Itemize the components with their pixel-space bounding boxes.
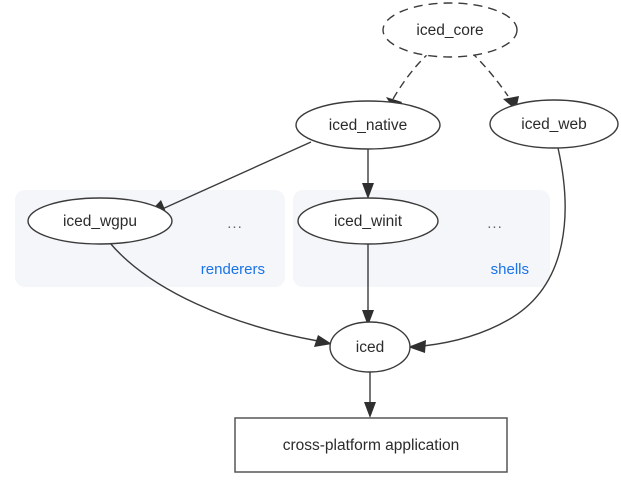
node-iced-web-label: iced_web: [521, 116, 587, 133]
edge-arrowhead-iced-web-to-iced: [408, 340, 426, 353]
node-iced-web[interactable]: iced_web: [489, 99, 619, 149]
node-iced-shape: [329, 321, 411, 373]
cluster-shells-ellipsis: ...: [487, 215, 503, 232]
node-iced-core-label: iced_core: [416, 22, 483, 39]
edge-arrowhead-iced-native-to-iced-winit: [362, 183, 374, 199]
node-iced-winit[interactable]: iced_winit: [297, 197, 439, 245]
node-application[interactable]: cross-platform application: [234, 417, 508, 473]
node-iced-core-shape: [382, 2, 518, 58]
edge-iced-wgpu-to-iced: [109, 242, 319, 342]
edge-arrowhead-iced-winit-to-iced: [362, 310, 374, 326]
cluster-shells-label: shells: [491, 261, 529, 278]
edge-iced-native-to-iced-wgpu: [159, 141, 312, 211]
node-iced-core[interactable]: iced_core: [382, 2, 518, 58]
cluster-renderers-label: renderers: [201, 261, 265, 278]
node-iced-wgpu-shape: [27, 197, 173, 245]
node-iced-native[interactable]: iced_native: [295, 100, 441, 150]
node-iced-label: iced: [356, 339, 384, 356]
node-iced-wgpu-label: iced_wgpu: [63, 213, 137, 230]
node-application-shape: [234, 417, 508, 473]
node-application-label: cross-platform application: [283, 437, 460, 454]
cluster-renderers-ellipsis: ...: [227, 215, 243, 232]
node-iced-winit-shape: [297, 197, 439, 245]
node-iced-native-shape: [295, 100, 441, 150]
node-iced-winit-label: iced_winit: [334, 213, 403, 230]
edge-iced-web-to-iced: [422, 147, 566, 347]
edge-arrowhead-iced-to-application: [364, 402, 376, 418]
edge-arrowhead-iced-wgpu-to-iced: [314, 335, 332, 347]
node-iced-native-label: iced_native: [329, 117, 407, 134]
node-iced[interactable]: iced: [329, 321, 411, 373]
edge-iced-core-to-iced-web: [470, 51, 509, 97]
edge-iced-core-to-iced-native: [392, 51, 431, 100]
node-iced-web-shape: [489, 99, 619, 149]
node-iced-wgpu[interactable]: iced_wgpu: [27, 197, 173, 245]
